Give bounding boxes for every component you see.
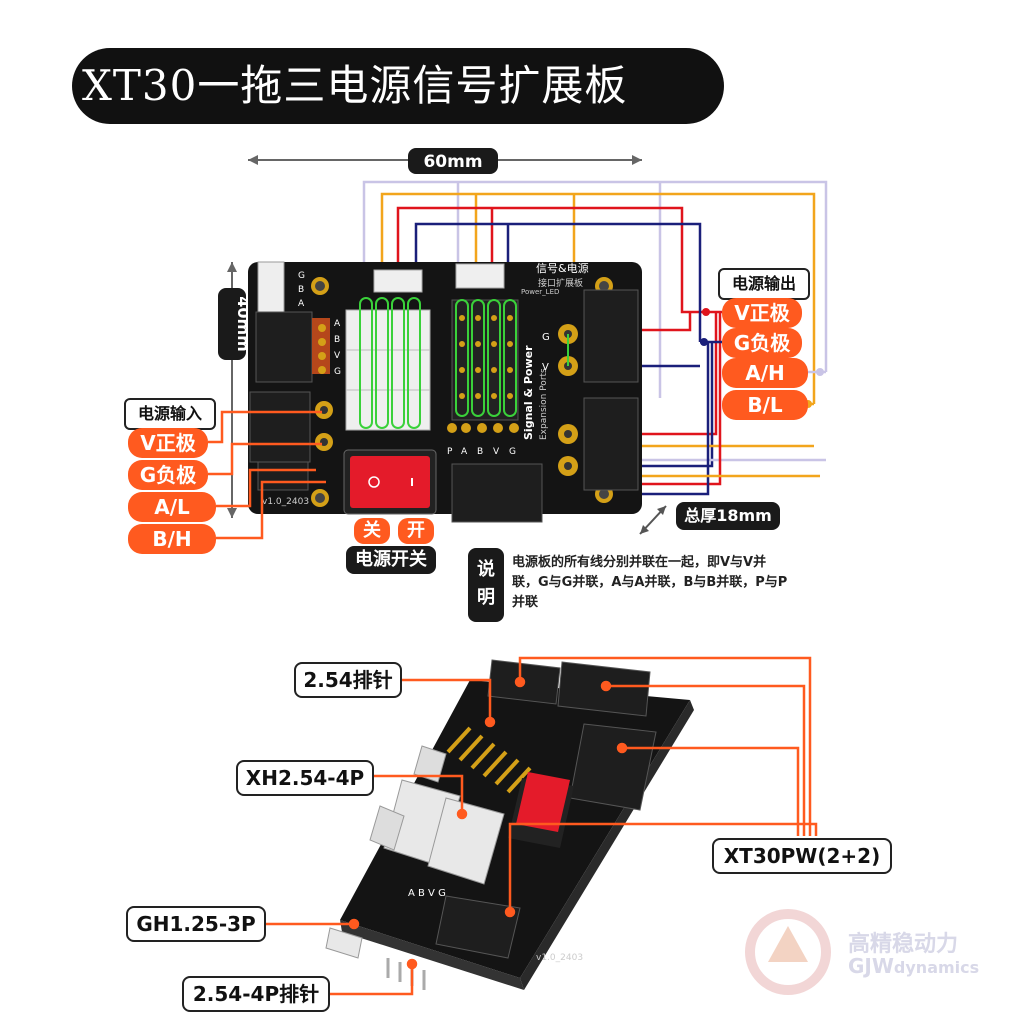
- board-isometric-view: A B V G v1.0_2403: [325, 659, 694, 990]
- output-a-label: A/H: [722, 358, 808, 388]
- gba-labels: G B A: [298, 271, 305, 309]
- note-tab-label: 说明: [477, 559, 495, 608]
- callout-xt30pw: XT30PW(2+2): [712, 838, 892, 874]
- input-header: 电源输入: [124, 398, 216, 430]
- silk-en2: Expansion Ports: [539, 368, 549, 440]
- brand-logo-icon: [745, 909, 831, 995]
- side-b: B: [334, 335, 340, 345]
- output-v-label: V正极: [722, 298, 802, 328]
- thickness-dimension: [639, 505, 667, 535]
- height-dimension: 40mm: [218, 262, 253, 518]
- output-header: 电源输出: [718, 268, 810, 300]
- input-b-label: B/H: [128, 524, 216, 554]
- pin-label-g: G: [509, 447, 516, 457]
- brand-name-en-b: dynamics: [893, 958, 980, 977]
- page-title: XT30一拖三电源信号扩展板: [82, 61, 628, 110]
- silk-version: v1.0_2403: [262, 497, 309, 507]
- thickness-label: 总厚18mm: [676, 502, 780, 530]
- output-g-label: G负极: [722, 328, 802, 358]
- input-a-label: A/L: [128, 492, 216, 522]
- title-banner: [72, 48, 724, 124]
- brand-name-cn: 高精稳动力: [848, 932, 959, 957]
- side-g: G: [334, 367, 341, 377]
- pin-label-v: V: [493, 447, 500, 457]
- switch-label: 电源开关: [346, 546, 436, 574]
- output-b-label: B/L: [722, 390, 808, 420]
- mid-g: G: [542, 332, 550, 343]
- switch-on-label: 开: [398, 518, 434, 544]
- width-label: 60mm: [423, 152, 482, 172]
- switch-off-label: 关: [354, 518, 390, 544]
- svg-text:v1.0_2403: v1.0_2403: [536, 953, 583, 963]
- input-g-label: G负极: [128, 460, 208, 490]
- note-tab: 说明: [468, 548, 504, 622]
- callout-lines: [262, 656, 818, 996]
- silk-power-led: Power_LED: [521, 288, 559, 296]
- input-v-label: V正极: [128, 428, 208, 458]
- pin-row-labels: P A B V G: [447, 447, 516, 457]
- gba-b: B: [298, 285, 304, 295]
- pin-label-p: P: [447, 447, 453, 457]
- callout-header-254-4p: 2.54-4P排针: [182, 976, 330, 1012]
- silk-en: Signal & Power: [522, 345, 535, 440]
- callout-gh125: GH1.25-3P: [126, 906, 266, 942]
- silk-title: 信号&电源: [536, 261, 589, 275]
- svg-text:A B V G: A B V G: [408, 888, 446, 899]
- gba-g: G: [298, 271, 305, 281]
- pin-label-a: A: [461, 447, 468, 457]
- callout-xh254: XH2.54-4P: [236, 760, 374, 796]
- pin-label-b: B: [477, 447, 483, 457]
- callout-header-254: 2.54排针: [294, 662, 402, 698]
- note-text: 电源板的所有线分别并联在一起，即V与V并联，G与G并联，A与A并联，B与B并联，…: [512, 555, 788, 610]
- silk-subtitle: 接口扩展板: [538, 277, 583, 289]
- parallel-markers: [359, 297, 569, 429]
- mid-v: V: [542, 362, 549, 373]
- brand-name-en-a: GJW: [848, 954, 894, 978]
- gba-a: A: [298, 299, 305, 309]
- board-top-view: 信号&电源 接口扩展板 Power_LED Signal & Power Exp…: [248, 261, 642, 523]
- side-v: V: [334, 351, 341, 361]
- width-dimension: 60mm: [248, 148, 642, 174]
- side-labels: A B V G: [334, 319, 341, 377]
- input-wires: [208, 410, 326, 540]
- side-a: A: [334, 319, 341, 329]
- brand-name-en: GJWdynamics: [848, 954, 979, 978]
